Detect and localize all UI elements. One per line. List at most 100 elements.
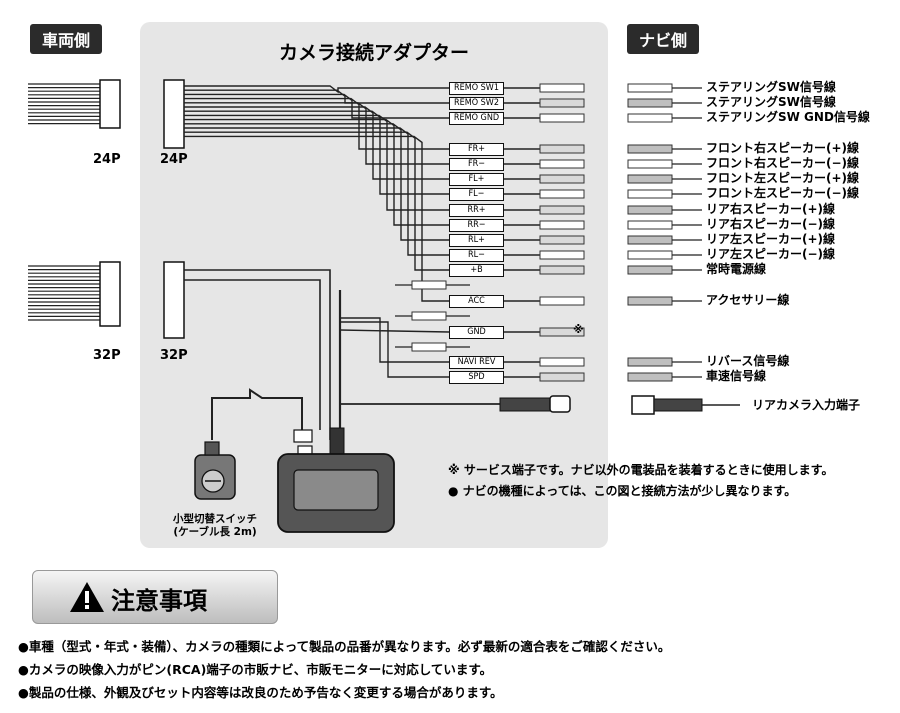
navi-side-tag: ナビ側 [627, 24, 700, 54]
navi-terminal [627, 83, 673, 93]
navi-label-speed-signal: 車速信号線 [706, 369, 767, 383]
wire-box-fr-plus: FR+ [449, 143, 504, 156]
adapter-wire [184, 118, 449, 226]
warning-icon [70, 582, 104, 612]
wire-box-fl-minus: FL− [449, 188, 504, 201]
navi-terminal [627, 220, 673, 230]
rca-plug-adapter-tip [549, 395, 571, 413]
adapter-module-label-area [293, 469, 379, 511]
navi-label-rear-camera-input: リアカメラ入力端子 [752, 398, 861, 412]
adapter-wire [184, 93, 449, 119]
connector-24p-vehicle-label: 24P [93, 152, 121, 167]
wire-box-spd: SPD [449, 371, 504, 384]
adapter-terminal [539, 83, 585, 93]
adapter-wire-spd [340, 321, 449, 378]
adapter-terminal [539, 250, 585, 260]
caution-item-3: ●製品の仕様、外観及びセット内容等は改良のため予告なく変更する場合があります。 [18, 685, 503, 700]
navi-terminal [627, 98, 673, 108]
connector-24p-vehicle [99, 79, 121, 129]
connector-32p-adapter [163, 261, 185, 339]
wire-box-fl-plus: FL+ [449, 173, 504, 186]
adapter-title: カメラ接続アダプター [278, 42, 469, 64]
adapter-terminal [539, 98, 585, 108]
wire-box-gnd: GND [449, 326, 504, 339]
navi-label-steering-sw-1: ステアリングSW信号線 [706, 80, 836, 94]
adapter-terminal [539, 327, 585, 337]
navi-terminal [627, 296, 673, 306]
switch-cable-boot [204, 441, 220, 456]
adapter-terminal [539, 113, 585, 123]
navi-terminal [627, 357, 673, 367]
navi-label-rear-right-plus: リア右スピーカー(+)線 [706, 202, 836, 216]
rca-plug-adapter [499, 397, 551, 412]
switch-caption-name: 小型切替スイッチ [173, 513, 257, 525]
switch-caption-cable: (ケーブル長 2m) [173, 526, 257, 538]
adapter-wire [184, 135, 449, 302]
wire-box-plus-b: +B [449, 264, 504, 277]
caution-title: 注意事項 [111, 587, 207, 615]
rca-jack-navi [631, 395, 655, 415]
navi-terminal [627, 265, 673, 275]
note-navi-model: ● ナビの機種によっては、この図と接続方法が少し異なります。 [448, 484, 797, 498]
wire-box-rl-minus: RL− [449, 249, 504, 262]
connector-32p-vehicle [99, 261, 121, 327]
navi-terminal [627, 113, 673, 123]
connector-24p-adapter-label: 24P [160, 152, 188, 167]
adapter-wire [184, 114, 449, 211]
navi-terminal [627, 235, 673, 245]
adapter-terminal [539, 189, 585, 199]
connector-32p-vehicle-label: 32P [93, 348, 121, 363]
navi-label-front-left-plus: フロント左スピーカー(+)線 [706, 171, 860, 185]
caution-item-2: ●カメラの映像入力がピン(RCA)端子の市販ナビ、市販モニターに対応しています。 [18, 662, 493, 677]
connector-32p-adapter-label: 32P [160, 348, 188, 363]
adapter-wire [184, 97, 449, 150]
navi-terminal [627, 144, 673, 154]
adapter-wire [184, 127, 449, 256]
wire-box-fr-minus: FR− [449, 158, 504, 171]
navi-label-steering-sw-gnd: ステアリングSW GND信号線 [706, 110, 870, 124]
adapter-sub-terminal [411, 280, 447, 290]
navi-label-constant-power: 常時電源線 [706, 262, 767, 276]
adapter-terminal [539, 144, 585, 154]
adapter-wire-switch [184, 279, 321, 430]
adapter-wire [184, 110, 449, 195]
adapter-terminal [539, 296, 585, 306]
adapter-terminal [539, 265, 585, 275]
wire-box-rl-plus: RL+ [449, 234, 504, 247]
navi-label-front-left-minus: フロント左スピーカー(−)線 [706, 186, 860, 200]
adapter-wire [184, 85, 449, 94]
navi-label-rear-right-minus: リア右スピーカー(−)線 [706, 217, 836, 231]
wire-box-rr-plus: RR+ [449, 204, 504, 217]
adapter-wire-gnd [339, 329, 450, 333]
wire-box-rr-minus: RR− [449, 219, 504, 232]
vehicle-side-tag: 車両側 [30, 24, 103, 54]
navi-label-reverse-signal: リバース信号線 [706, 354, 790, 368]
adapter-wire-camera [184, 269, 331, 440]
adapter-terminal [539, 220, 585, 230]
wire-box-remo-sw1: REMO SW1 [449, 82, 504, 95]
adapter-wire [184, 131, 449, 271]
navi-label-rear-left-minus: リア左スピーカー(−)線 [706, 247, 836, 261]
navi-terminal [627, 372, 673, 382]
rca-jack-navi-body [653, 398, 703, 412]
navi-label-accessory: アクセサリー線 [706, 293, 790, 307]
wire-box-remo-sw2: REMO SW2 [449, 97, 504, 110]
wire-box-navi-rev: NAVI REV [449, 356, 504, 369]
adapter-terminal [539, 235, 585, 245]
navi-terminal [627, 205, 673, 215]
caution-banner: 注意事項 [32, 570, 278, 624]
adapter-wire [184, 106, 449, 180]
switch-cable-plug [293, 429, 313, 443]
switch-cable [211, 388, 303, 440]
note-service-terminal: ※ サービス端子です。ナビ以外の電装品を装着するときに使用します。 [448, 463, 834, 477]
navi-label-front-right-plus: フロント右スピーカー(+)線 [706, 141, 860, 155]
adapter-sub-terminal [411, 311, 447, 321]
navi-terminal [627, 174, 673, 184]
wire-box-acc: ACC [449, 295, 504, 308]
navi-terminal [627, 250, 673, 260]
caution-item-1: ●車種（型式・年式・装備）、カメラの種類によって製品の品番が異なります。必ず最新… [18, 639, 671, 654]
adapter-sub-terminal [411, 342, 447, 352]
service-terminal-mark: ※ [573, 323, 584, 336]
adapter-terminal [539, 159, 585, 169]
